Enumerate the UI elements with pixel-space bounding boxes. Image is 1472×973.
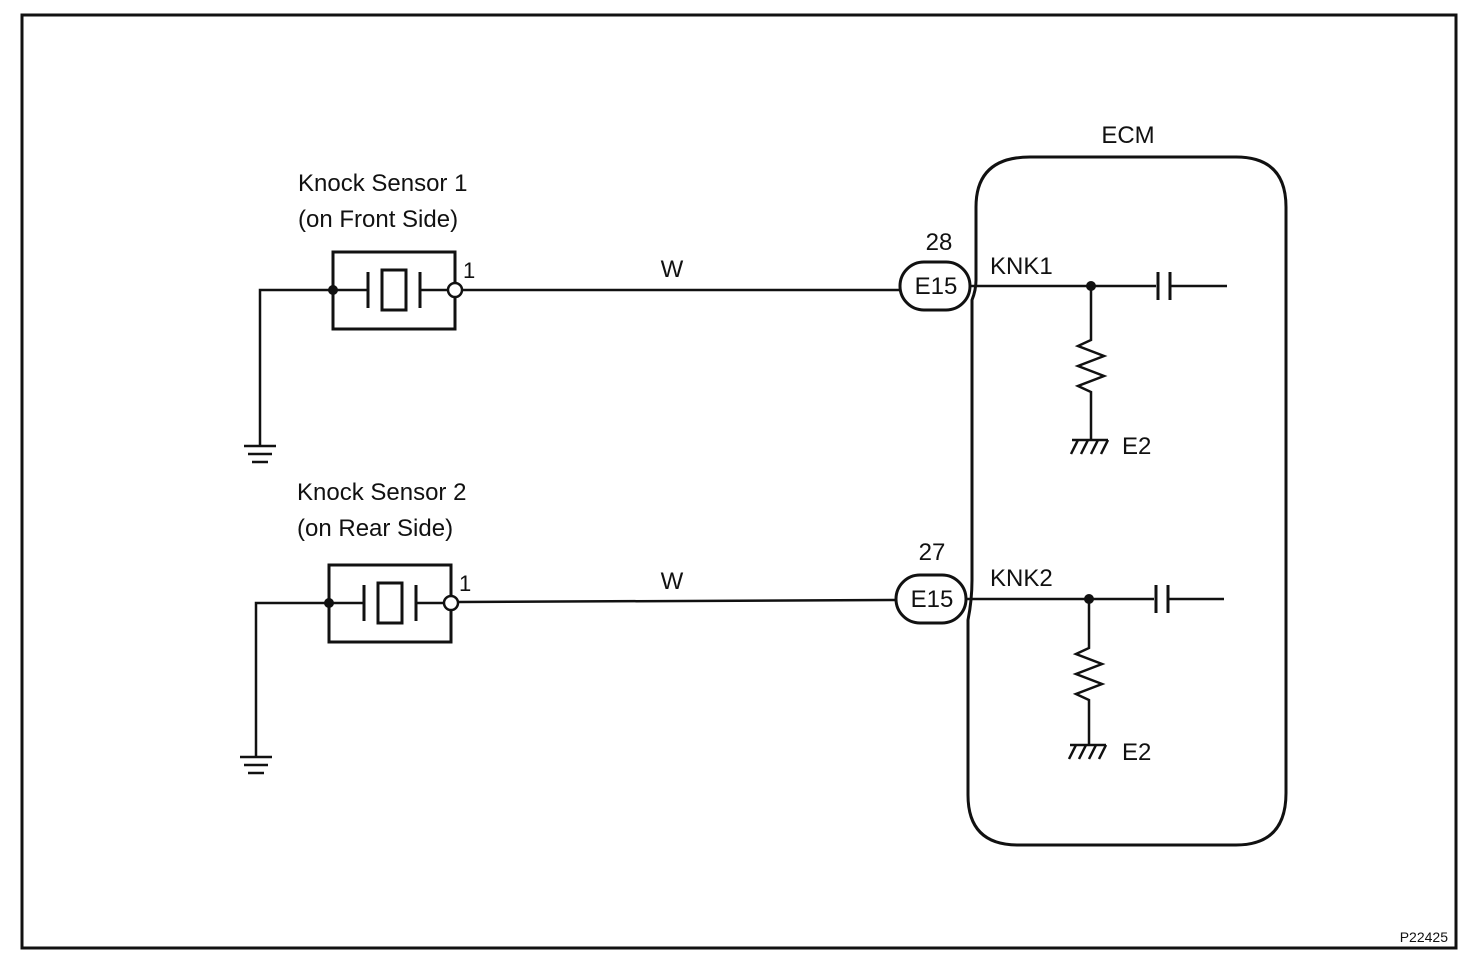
chassis-ground-icon bbox=[240, 755, 272, 775]
sensor1-terminal-no: 28 bbox=[926, 229, 953, 256]
sensor2-signal-wire bbox=[457, 598, 897, 604]
terminal-circle bbox=[446, 281, 464, 299]
figure-reference: P22425 bbox=[1400, 929, 1448, 945]
ground-hatch-icon bbox=[1069, 438, 1110, 455]
sensor2-wire-color: W bbox=[661, 568, 684, 595]
ecm-label: ECM bbox=[1101, 122, 1154, 149]
resistor-icon bbox=[1072, 599, 1106, 745]
piezo-element-icon bbox=[333, 268, 448, 312]
piezo-element-icon bbox=[329, 581, 444, 625]
sensor1-pin: 1 bbox=[463, 258, 475, 283]
sensor2-title: Knock Sensor 2 bbox=[297, 479, 466, 506]
resistor-icon bbox=[1074, 286, 1108, 440]
sensor2-terminal-no: 27 bbox=[919, 539, 946, 566]
sensor2-connector: E15 bbox=[911, 586, 954, 613]
knock-sensor-1-circuit: Knock Sensor 1 (on Front Side) 1 W E15 2… bbox=[244, 170, 1227, 464]
sensor2-ground: E2 bbox=[1122, 739, 1151, 766]
sensor1-title: Knock Sensor 1 bbox=[298, 170, 467, 197]
sensor1-ground-wire bbox=[258, 288, 333, 446]
sensor1-connector: E15 bbox=[915, 273, 958, 300]
capacitor-icon bbox=[1154, 585, 1224, 613]
sensor1-ground: E2 bbox=[1122, 433, 1151, 460]
ecm-box bbox=[966, 155, 1288, 847]
capacitor-icon bbox=[1156, 272, 1227, 300]
ground-hatch-icon bbox=[1067, 743, 1108, 760]
knock-sensor-2-circuit: Knock Sensor 2 (on Rear Side) 1 W E15 27 bbox=[240, 479, 1224, 775]
sensor1-ecm-terminal: KNK1 bbox=[990, 253, 1053, 280]
sensor2-ecm-terminal: KNK2 bbox=[990, 565, 1053, 592]
sensor2-location: (on Rear Side) bbox=[297, 515, 453, 542]
chassis-ground-icon bbox=[244, 444, 276, 464]
junction-dot bbox=[328, 285, 338, 295]
sensor1-wire-color: W bbox=[661, 256, 684, 283]
sensor1-location: (on Front Side) bbox=[298, 206, 458, 233]
sensor2-pin: 1 bbox=[459, 571, 471, 596]
sensor2-ground-wire bbox=[254, 601, 329, 757]
diagram-frame bbox=[20, 13, 1458, 950]
terminal-circle bbox=[442, 594, 460, 612]
junction-dot bbox=[324, 598, 334, 608]
